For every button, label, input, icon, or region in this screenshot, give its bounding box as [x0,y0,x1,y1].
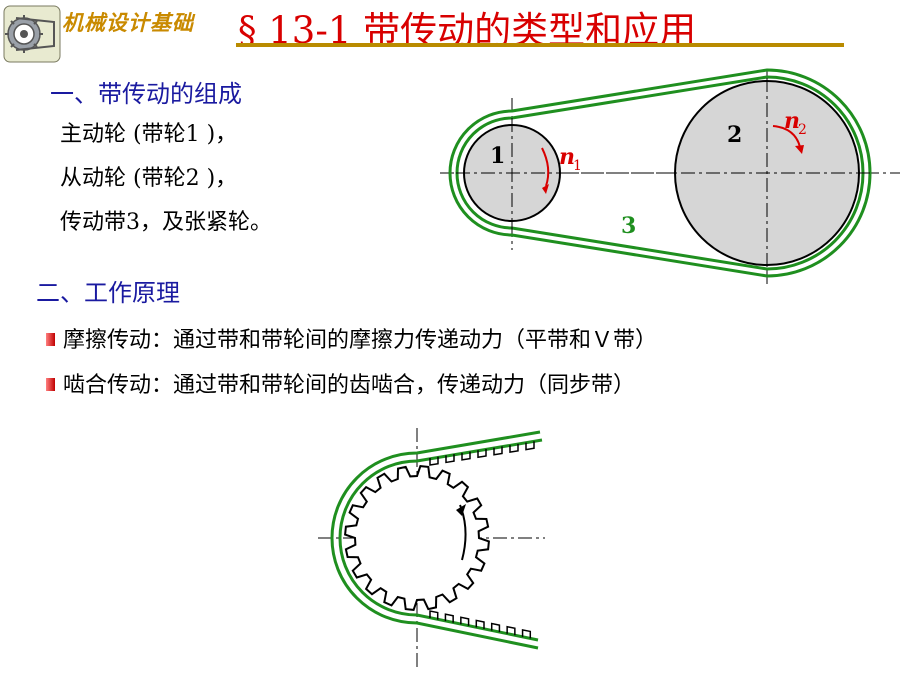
speed-n1-subscript: 1 [573,158,582,174]
synchronous-belt-diagram [318,428,545,668]
speed-n2-label: n [784,108,800,134]
gear-logo-icon [3,5,61,63]
belt-label: 3 [621,213,636,239]
bullet-item-mesh-drive: 啮合传动：通过带和带轮间的齿啮合，传递动力（同步带） [46,367,635,399]
course-title: 机械设计基础 [62,11,194,35]
toothed-pulley [344,465,490,611]
bullet-item-friction-drive: 摩擦传动：通过带和带轮间的摩擦力传递动力（平带和Ｖ带） [46,322,657,354]
component-line-driven-pulley: 从动轮 (带轮2 )， [60,166,238,191]
belt-teeth [429,441,535,639]
speed-n1-label: n [559,144,575,170]
speed-n2-subscript: 2 [798,122,807,138]
belt-drive-diagram: 1 2 3 n 1 n 2 [440,68,900,288]
pulley-1-label: 1 [490,143,505,169]
rotation-arrow-icon [541,147,550,187]
bullet-icon [46,377,55,391]
bullet-text-mesh: 啮合传动：通过带和带轮间的齿啮合，传递动力（同步带） [63,373,636,398]
component-line-belt: 传动带3，及张紧轮。 [60,210,272,235]
bullet-icon [46,332,55,346]
section-2-heading: 二、工作原理 [36,279,180,307]
bullet-text-friction: 摩擦传动：通过带和带轮间的摩擦力传递动力（平带和Ｖ带） [63,328,658,353]
component-line-driving-pulley: 主动轮 (带轮1 )， [60,122,238,147]
section-1-heading: 一、带传动的组成 [50,80,242,108]
rotation-arrow-icon [772,125,801,148]
header-divider [236,43,844,47]
pulley-2-label: 2 [727,122,742,148]
